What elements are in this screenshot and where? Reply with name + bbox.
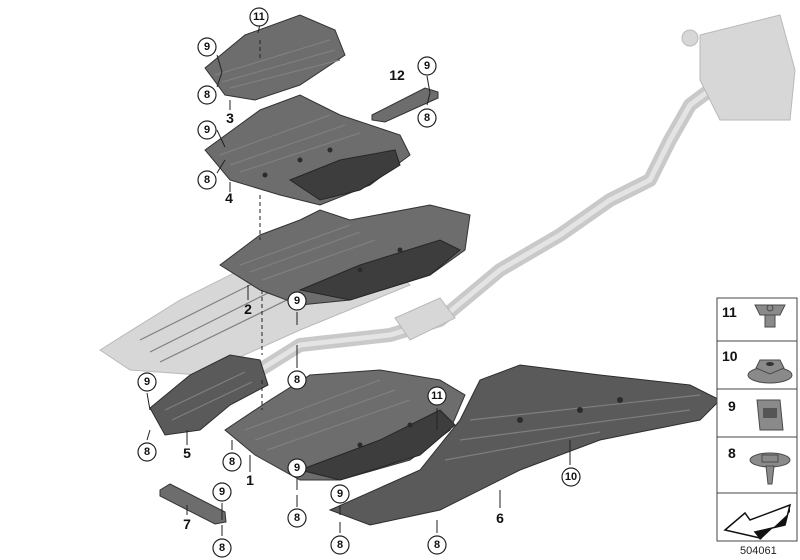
underbody-panel-1 <box>224 369 466 481</box>
callout-11-panel-1: 11 <box>427 386 447 406</box>
svg-text:9: 9 <box>337 488 343 500</box>
exhaust-system <box>203 14 796 405</box>
svg-text:9: 9 <box>424 60 430 72</box>
underbody-panel-4 <box>204 94 411 206</box>
clip-nut-icon <box>756 399 784 431</box>
underbody-panel-6 <box>328 364 721 526</box>
svg-text:8: 8 <box>424 112 430 124</box>
nut-icon <box>747 359 793 384</box>
part-number-7: 7 <box>183 516 191 532</box>
svg-text:8: 8 <box>294 374 300 386</box>
rear-muffler <box>699 14 796 121</box>
svg-text:10: 10 <box>565 471 577 483</box>
muffler-flange <box>681 29 699 47</box>
svg-text:8: 8 <box>294 512 300 524</box>
callout-8-panel-1: 8 <box>287 508 307 528</box>
callout-9-panel-1: 9 <box>287 458 307 478</box>
callout-9-panel-2: 9 <box>287 291 307 311</box>
svg-text:11: 11 <box>253 11 265 23</box>
svg-text:8: 8 <box>204 89 210 101</box>
part-number-4: 4 <box>225 190 233 206</box>
legend-number-8: 8 <box>728 445 736 461</box>
callout-8-strip-7: 8 <box>212 538 232 558</box>
underbody-strip-12 <box>371 87 439 123</box>
part-number-12: 12 <box>389 67 405 83</box>
legend-number-10: 10 <box>722 348 738 364</box>
underbody-strip-7 <box>159 483 227 525</box>
leader-lines <box>146 14 571 536</box>
fastener-legend: 11 10 9 8 <box>716 297 798 542</box>
catalytic-converter <box>394 297 456 341</box>
svg-text:9: 9 <box>219 486 225 498</box>
legend-number-11: 11 <box>722 304 737 320</box>
callout-10-panel-6: 10 <box>561 467 581 487</box>
svg-text:8: 8 <box>337 539 343 551</box>
callout-8-panel-6-right: 8 <box>427 535 447 555</box>
assembly-lines <box>259 40 263 410</box>
callout-9-panel-3: 9 <box>197 37 217 57</box>
svg-text:9: 9 <box>294 462 300 474</box>
callout-8-panel-1-left: 8 <box>222 452 242 472</box>
callout-8-panel-4: 8 <box>197 170 217 190</box>
part-number-6: 6 <box>496 510 504 526</box>
svg-text:9: 9 <box>204 41 210 53</box>
callout-11-top: 11 <box>249 7 269 27</box>
svg-text:9: 9 <box>144 376 150 388</box>
part-number-5: 5 <box>183 445 191 461</box>
collar-screw-icon <box>749 452 791 485</box>
part-number-3: 3 <box>226 110 234 126</box>
callout-9-strip-12: 9 <box>417 56 437 76</box>
callout-9-strip-7: 9 <box>212 482 232 502</box>
callout-9-panel-4: 9 <box>197 120 217 140</box>
svg-text:8: 8 <box>229 456 235 468</box>
callout-8-panel-2: 8 <box>287 370 307 390</box>
callout-9-panel-5: 9 <box>137 372 157 392</box>
callout-8-strip-12: 8 <box>417 108 437 128</box>
svg-text:8: 8 <box>219 542 225 554</box>
callout-8-panel-6-left: 8 <box>330 535 350 555</box>
callout-8-panel-3: 8 <box>197 85 217 105</box>
callout-9-panel-6: 9 <box>330 484 350 504</box>
part-number-1: 1 <box>246 472 254 488</box>
part-number-2: 2 <box>244 301 252 317</box>
callout-8-panel-5: 8 <box>137 442 157 462</box>
svg-text:8: 8 <box>204 174 210 186</box>
underbody-panel-3 <box>204 14 346 101</box>
svg-text:9: 9 <box>294 295 300 307</box>
underbody-panel-2 <box>219 204 471 306</box>
expanding-rivet-icon <box>754 304 786 328</box>
svg-text:11: 11 <box>431 390 443 402</box>
svg-text:8: 8 <box>144 446 150 458</box>
underbody-panel-5 <box>149 354 269 436</box>
svg-text:8: 8 <box>434 539 440 551</box>
svg-text:9: 9 <box>204 124 210 136</box>
legend-number-9: 9 <box>728 398 736 414</box>
document-number: 504061 <box>740 545 777 557</box>
direction-arrow-icon <box>723 503 792 540</box>
